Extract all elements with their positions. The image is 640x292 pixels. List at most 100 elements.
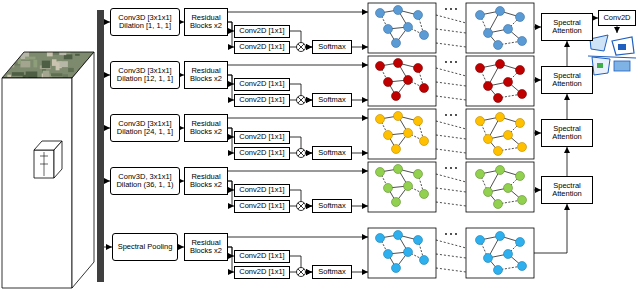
map-region: [597, 63, 603, 68]
node-label: Softmax: [318, 149, 346, 157]
dashed-link: [436, 43, 466, 47]
multiply-symbol: [298, 269, 304, 275]
graph-vertex: [484, 188, 493, 197]
node-label: Conv2D [1x1]: [239, 133, 284, 141]
ellipsis-dot: [455, 61, 457, 63]
graph-vertex: [376, 115, 385, 124]
conv2d-box: Conv2D: [598, 10, 636, 26]
graph-vertex: [384, 131, 393, 140]
multiply-symbol: [297, 268, 306, 277]
node-label: Conv2D [1x1]: [239, 202, 284, 210]
graph-vertex: [496, 60, 505, 69]
satellite-patch: [20, 61, 30, 67]
graph-vertex: [404, 182, 413, 191]
graph-vertex: [376, 234, 385, 243]
satellite-patch: [7, 75, 11, 77]
dashed-link: [436, 96, 466, 100]
softmax-box: Softmax: [312, 265, 352, 279]
graph-vertex: [494, 266, 503, 275]
graph-vertex: [516, 13, 525, 22]
node-label: Conv2D [1x1]: [239, 96, 284, 104]
patch-cube: [34, 150, 54, 178]
flow-arrow: [228, 237, 368, 238]
multiply-symbol: [297, 149, 306, 158]
node-label: Conv2D [1x1]: [239, 80, 284, 88]
ellipsis-dot: [455, 114, 457, 116]
satellite-patch: [43, 71, 49, 79]
residual-box: Residual Blocks x2: [184, 61, 228, 89]
graph-vertex: [404, 248, 413, 257]
graph-vertex: [484, 29, 493, 38]
dashed-link: [436, 149, 466, 153]
residual-box: Residual Blocks x2: [184, 8, 228, 36]
map-region: [614, 61, 630, 71]
graph-vertex: [518, 262, 527, 271]
flow-arrow: [228, 12, 368, 13]
graph-panel: [466, 56, 534, 106]
satellite-patch: [6, 60, 11, 64]
flow-arrow: [534, 204, 567, 253]
flow-arrow: [104, 247, 112, 248]
ellipsis-dot: [445, 61, 447, 63]
conv2d-box: Conv2D [1x1]: [234, 200, 290, 213]
softmax-box: Softmax: [312, 40, 352, 54]
ellipsis-dot: [455, 167, 457, 169]
pooling-box: Spectral Pooling: [112, 233, 178, 261]
graph-vertex: [392, 264, 401, 273]
node-label: Residual Blocks x2: [185, 67, 227, 84]
dashed-link: [436, 82, 466, 86]
residual-box: Residual Blocks x2: [184, 167, 228, 195]
graph-vertex: [494, 41, 503, 50]
dashed-link: [436, 68, 466, 76]
node-label: Residual Blocks x2: [185, 14, 227, 31]
multiply-symbol: [297, 43, 306, 52]
flow-arrow: [228, 118, 368, 119]
conv2d-box: Conv2D [1x1]: [234, 131, 290, 144]
multiply-symbol: [298, 150, 304, 156]
graph-vertex: [414, 64, 423, 73]
dashed-link: [436, 174, 466, 182]
multiply-symbol: [298, 203, 304, 209]
flow-arrow: [617, 26, 618, 33]
graph-vertex: [516, 66, 525, 75]
node-label: Spectral Attention: [542, 125, 592, 142]
multiply-symbol: [297, 202, 306, 211]
graph-vertex: [494, 147, 503, 156]
flow-arrow: [534, 190, 541, 191]
graph-vertex: [504, 131, 513, 140]
flow-arrow: [228, 65, 368, 66]
node-label: Conv3D, 3x1x1] Dilation (36, 1, 1): [111, 173, 179, 190]
flow-arrow: [534, 27, 541, 28]
graph-vertex: [404, 23, 413, 32]
conv3d-box: Conv3D [3x1x1] Dilation [1, 1, 1]: [110, 8, 180, 36]
graph-vertex: [518, 196, 527, 205]
graph-vertex: [476, 11, 485, 20]
flow-arrow: [228, 171, 368, 172]
graph-vertex: [392, 198, 401, 207]
conv2d-box: Conv2D [1x1]: [234, 41, 290, 54]
softmax-box: Softmax: [312, 93, 352, 107]
graph-vertex: [376, 168, 385, 177]
graph-vertex: [420, 256, 429, 265]
node-label: Residual Blocks x2: [185, 239, 227, 256]
satellite-patch: [42, 61, 50, 68]
graph-vertex: [394, 165, 403, 174]
ellipsis-dot: [450, 233, 452, 235]
graph-vertex: [494, 200, 503, 209]
ellipsis-dot: [445, 114, 447, 116]
map-road: [588, 56, 636, 58]
graph-panel: [466, 3, 534, 53]
flow-arrow: [352, 100, 368, 101]
graph-vertex: [504, 78, 513, 87]
graph-vertex: [420, 84, 429, 93]
graph-vertex: [476, 170, 485, 179]
graph-vertex: [394, 231, 403, 240]
graph-vertex: [392, 92, 401, 101]
satellite-patch: [59, 52, 66, 55]
node-label: Conv3D [3x1x1] Dilation [24, 1, 1]: [111, 120, 179, 137]
ellipsis-dot: [445, 233, 447, 235]
graph-vertex: [394, 112, 403, 121]
conv2d-box: Conv2D [1x1]: [234, 266, 290, 279]
graph-vertex: [484, 135, 493, 144]
